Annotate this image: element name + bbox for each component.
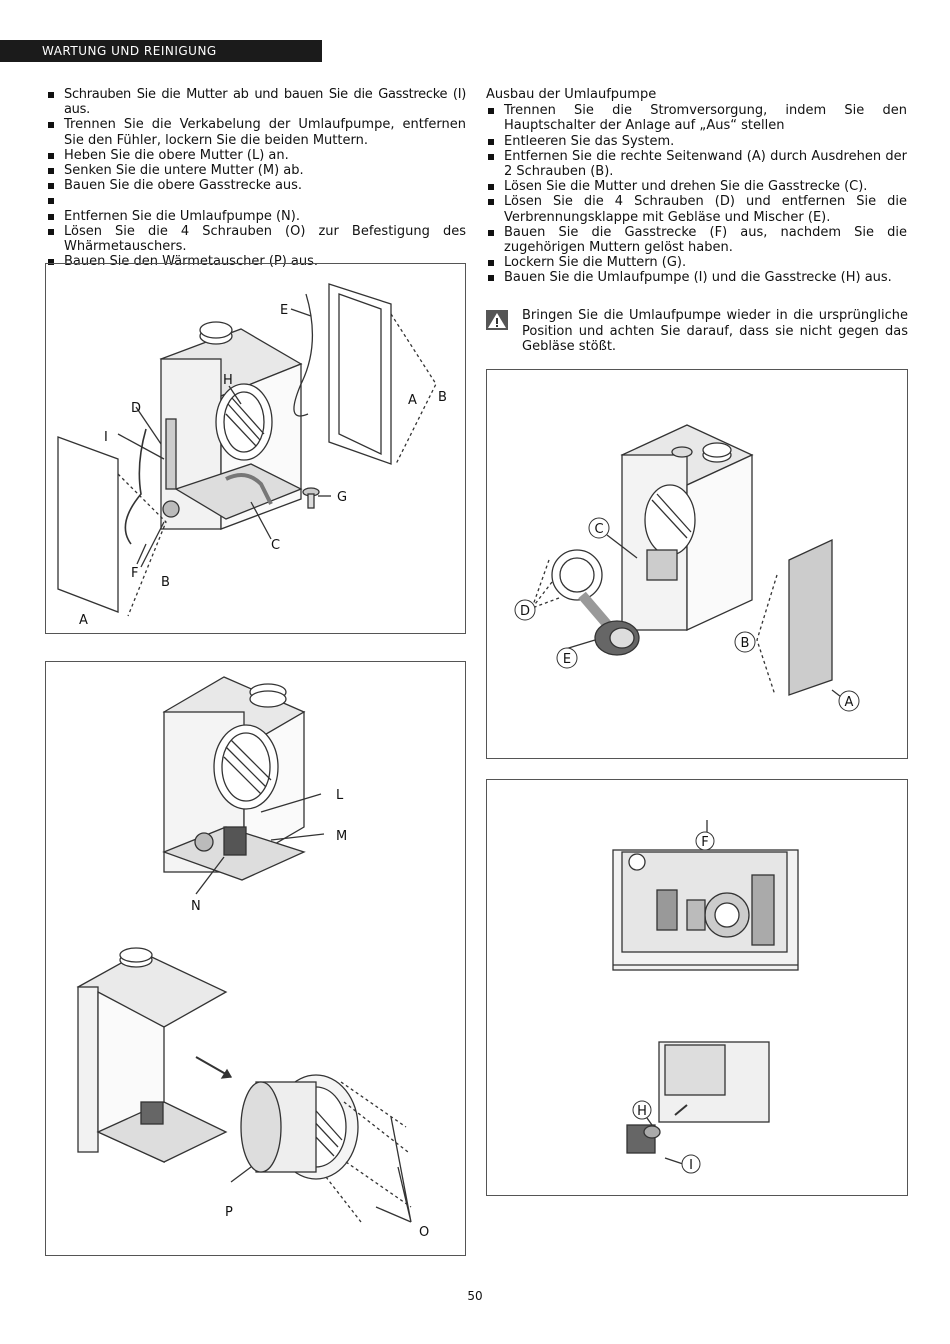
label-A: A bbox=[79, 613, 88, 628]
label-A: A bbox=[838, 690, 860, 712]
fan-removal-illustration: C D E B A bbox=[514, 424, 860, 712]
section-title: Ausbau der Umlaufpumpe bbox=[486, 87, 657, 102]
label-A: A bbox=[408, 393, 417, 408]
figure-heat-exchanger-removal: L M N P O bbox=[45, 661, 466, 1256]
label-O: O bbox=[419, 1225, 429, 1240]
label-G: G bbox=[337, 490, 347, 505]
list-item: Heben Sie die obere Mutter (L) an. bbox=[46, 148, 466, 163]
section-header-bar: WARTUNG UND REINIGUNG bbox=[0, 40, 322, 62]
svg-text:C: C bbox=[594, 522, 603, 537]
warning-triangle-icon bbox=[486, 310, 508, 330]
svg-text:H: H bbox=[637, 1104, 647, 1119]
list-item: Bauen Sie den Wärmetauscher (P) aus. bbox=[46, 254, 466, 269]
label-C: C bbox=[271, 538, 280, 553]
svg-text:B: B bbox=[741, 636, 750, 651]
svg-text:D: D bbox=[520, 604, 530, 619]
label-E: E bbox=[556, 647, 578, 669]
label-I: I bbox=[104, 430, 108, 445]
right-instructions: Ausbau der Umlaufpumpe Trennen Sie die S… bbox=[486, 87, 907, 286]
list-item: Lösen Sie die Mutter und drehen Sie die … bbox=[486, 179, 907, 194]
list-item: Entfernen Sie die rechte Seitenwand (A) … bbox=[486, 149, 907, 179]
list-item: Bauen Sie die Umlaufpumpe (I) und die Ga… bbox=[486, 270, 907, 285]
svg-text:E: E bbox=[563, 652, 571, 667]
list-item: Trennen Sie die Verkabelung der Umlaufpu… bbox=[46, 117, 466, 148]
list-item: Entfernen Sie die Umlaufpumpe (N). bbox=[46, 209, 466, 224]
list-item: Lockern Sie die Muttern (G). bbox=[486, 255, 907, 270]
heat-exchanger-illustration: L M N P O bbox=[76, 676, 429, 1240]
boiler-exploded-illustration: E H D I A B G C F B A bbox=[57, 283, 447, 628]
left-instructions: Schrauben Sie die Mutter ab und bauen Si… bbox=[46, 87, 466, 269]
figure-fan-removal: C D E B A bbox=[486, 369, 908, 759]
svg-text:F: F bbox=[701, 835, 708, 850]
page-number: 50 bbox=[467, 1289, 483, 1303]
label-N: N bbox=[191, 899, 201, 914]
section-header-title: WARTUNG UND REINIGUNG bbox=[42, 44, 217, 58]
label-M: M bbox=[336, 829, 347, 844]
list-item: Senken Sie die untere Mutter (M) ab. bbox=[46, 163, 466, 178]
label-F: F bbox=[695, 831, 715, 851]
figure-pump-removal: F H I bbox=[486, 779, 908, 1196]
list-item: Lösen Sie die 4 Schrauben (O) zur Befest… bbox=[46, 224, 466, 254]
figure-disassembly-overview: E H D I A B G C F B A bbox=[45, 263, 466, 634]
list-item: Lösen Sie die 4 Schrauben (D) und entfer… bbox=[486, 194, 907, 225]
label-I: I bbox=[681, 1154, 701, 1174]
label-D: D bbox=[514, 599, 536, 621]
label-D: D bbox=[131, 401, 141, 416]
warning-text: Bringen Sie die Umlaufpumpe wieder in di… bbox=[522, 308, 908, 354]
list-item: Schrauben Sie die Mutter ab und bauen Si… bbox=[46, 87, 466, 117]
label-F: F bbox=[131, 566, 138, 581]
label-H: H bbox=[223, 373, 233, 388]
label-L: L bbox=[336, 788, 344, 803]
list-item: Bauen Sie die Gasstrecke (F) aus, nachde… bbox=[486, 225, 907, 255]
label-B: B bbox=[438, 390, 447, 405]
list-item: Trennen Sie die Stromversorgung, indem S… bbox=[486, 103, 907, 133]
pump-removal-illustration: F H I bbox=[612, 820, 799, 1174]
label-E: E bbox=[280, 303, 288, 318]
label-H: H bbox=[632, 1100, 652, 1120]
list-item: Bauen Sie die obere Gasstrecke aus. bbox=[46, 178, 466, 193]
list-item: Entleeren Sie das System. bbox=[486, 134, 907, 149]
label-C: C bbox=[588, 517, 610, 539]
svg-text:I: I bbox=[689, 1158, 693, 1173]
label-B: B bbox=[161, 575, 170, 590]
list-item bbox=[46, 193, 466, 208]
label-B: B bbox=[734, 631, 756, 653]
svg-text:A: A bbox=[845, 695, 854, 710]
label-P: P bbox=[225, 1205, 233, 1220]
